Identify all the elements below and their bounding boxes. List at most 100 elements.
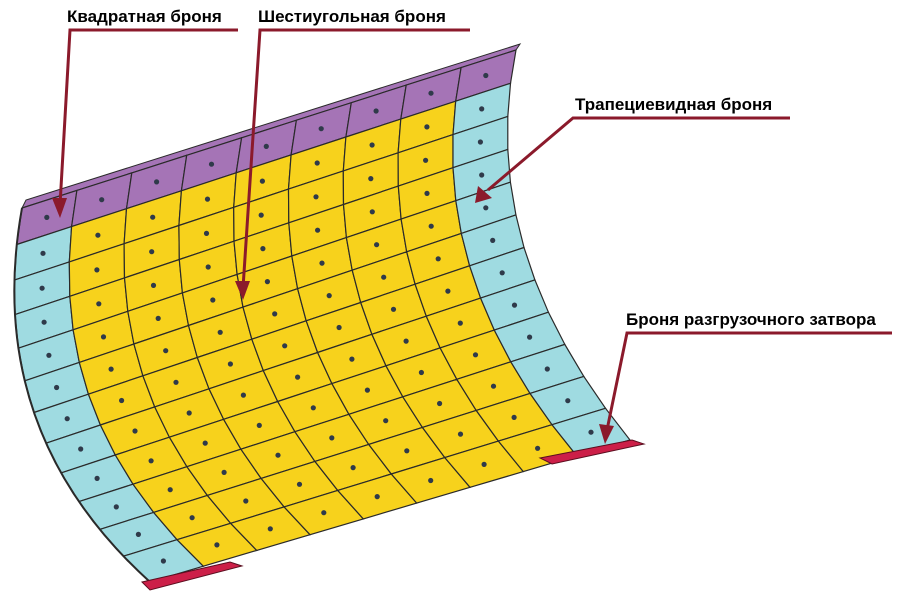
bolt-hole	[149, 249, 155, 255]
bolt-hole	[424, 190, 430, 196]
bolt-hole	[535, 445, 541, 451]
bolt-hole	[326, 293, 332, 299]
bolt-hole	[202, 440, 208, 446]
bolt-hole	[435, 256, 441, 262]
bolt-hole	[369, 209, 375, 215]
bolt-hole	[428, 223, 434, 229]
bolt-hole	[108, 366, 114, 372]
bolt-hole	[173, 379, 179, 385]
bolt-hole	[221, 469, 227, 475]
bolt-hole	[227, 361, 233, 367]
bolt-hole	[296, 481, 303, 487]
bolt-hole	[64, 416, 70, 422]
label-square-liner: Квадратная броня	[67, 7, 222, 26]
bolt-hole	[94, 475, 100, 481]
bolt-hole	[256, 422, 262, 428]
bolt-hole	[119, 397, 125, 404]
bolt-hole	[96, 301, 102, 307]
bolt-hole	[424, 124, 430, 130]
bolt-hole	[132, 428, 138, 434]
bolt-hole	[95, 232, 101, 238]
bolt-hole	[310, 405, 316, 411]
bolt-hole	[208, 161, 215, 167]
leader-line-square	[58, 28, 238, 206]
leader-arrowhead-trapezoidal	[475, 186, 492, 203]
bolt-hole	[167, 487, 173, 493]
bolt-hole	[243, 498, 249, 504]
bolt-hole	[214, 542, 220, 548]
bolt-hole	[565, 398, 571, 404]
bolt-hole	[527, 334, 533, 340]
bolt-hole	[490, 237, 496, 243]
bolt-hole	[490, 383, 497, 389]
leader-arrowhead-hexagonal	[235, 281, 250, 300]
leader-arrowhead-discharge	[599, 424, 614, 444]
bolt-hole	[318, 126, 324, 132]
bolt-hole	[457, 320, 463, 326]
bolt-hole	[240, 392, 246, 398]
mill-shell	[13, 43, 632, 583]
bolt-hole	[39, 285, 45, 291]
bolt-hole	[374, 242, 380, 248]
bolt-hole	[364, 387, 370, 393]
bolt-hole	[511, 414, 517, 420]
bolt-hole	[155, 315, 161, 321]
bolt-hole	[259, 178, 265, 184]
label-trapezoidal-liner: Трапециевидная броня	[575, 95, 772, 114]
bolt-hole	[46, 352, 52, 358]
bolt-hole	[321, 510, 327, 516]
bolt-hole	[479, 172, 485, 178]
bolt-hole	[511, 302, 518, 308]
bolt-hole	[483, 205, 489, 211]
bolt-hole	[374, 494, 380, 500]
bolt-hole	[113, 504, 119, 510]
bolt-hole	[319, 260, 325, 266]
bolt-hole	[472, 352, 479, 358]
bolt-hole	[437, 400, 443, 407]
bolt-hole	[457, 431, 464, 437]
shell-edge	[13, 207, 151, 583]
bolt-hole	[78, 446, 84, 452]
bolt-hole	[373, 108, 379, 114]
bolt-hole	[204, 196, 211, 202]
bolt-hole	[272, 311, 278, 317]
label-hexagonal-liner: Шестиугольная броня	[258, 7, 446, 26]
discharge-liner-plates	[141, 439, 646, 591]
bolt-hole	[336, 324, 342, 331]
bolt-hole	[544, 366, 550, 372]
bolt-hole	[263, 143, 269, 149]
leader-line-hexagonal	[241, 28, 470, 289]
bolt-hole	[154, 179, 160, 185]
bolt-hole	[315, 227, 321, 233]
labels: Квадратная броня Шестиугольная броня Тра…	[67, 7, 876, 329]
bolt-hole	[381, 274, 387, 280]
bolt-hole	[260, 246, 266, 252]
bolt-hole	[94, 267, 100, 273]
bolt-hole	[203, 230, 210, 236]
bolt-hole	[100, 334, 107, 340]
bolt-hole	[148, 458, 154, 464]
bolt-hole	[390, 306, 397, 312]
bolt-hole	[368, 176, 374, 182]
bolt-hole	[210, 297, 216, 303]
bolt-hole	[41, 319, 47, 325]
bolt-hole	[150, 282, 157, 288]
bolt-hole	[44, 214, 50, 220]
bolt-hole	[163, 348, 169, 354]
bolt-hole	[428, 90, 434, 96]
bolt-hole	[264, 279, 270, 285]
discharge-liner-plate-bottom	[141, 561, 244, 591]
bolt-hole	[40, 250, 46, 256]
bolt-hole	[350, 465, 356, 471]
bolt-hole	[267, 526, 273, 532]
bolt-hole	[258, 212, 264, 218]
bolt-hole	[150, 214, 156, 220]
bolt-hole	[282, 343, 288, 349]
bolt-hole	[383, 418, 389, 424]
bolt-hole	[189, 515, 195, 521]
bolt-hole	[314, 160, 320, 166]
bolt-hole	[588, 429, 594, 435]
leader-lines	[52, 28, 892, 444]
bolt-hole	[481, 461, 487, 467]
